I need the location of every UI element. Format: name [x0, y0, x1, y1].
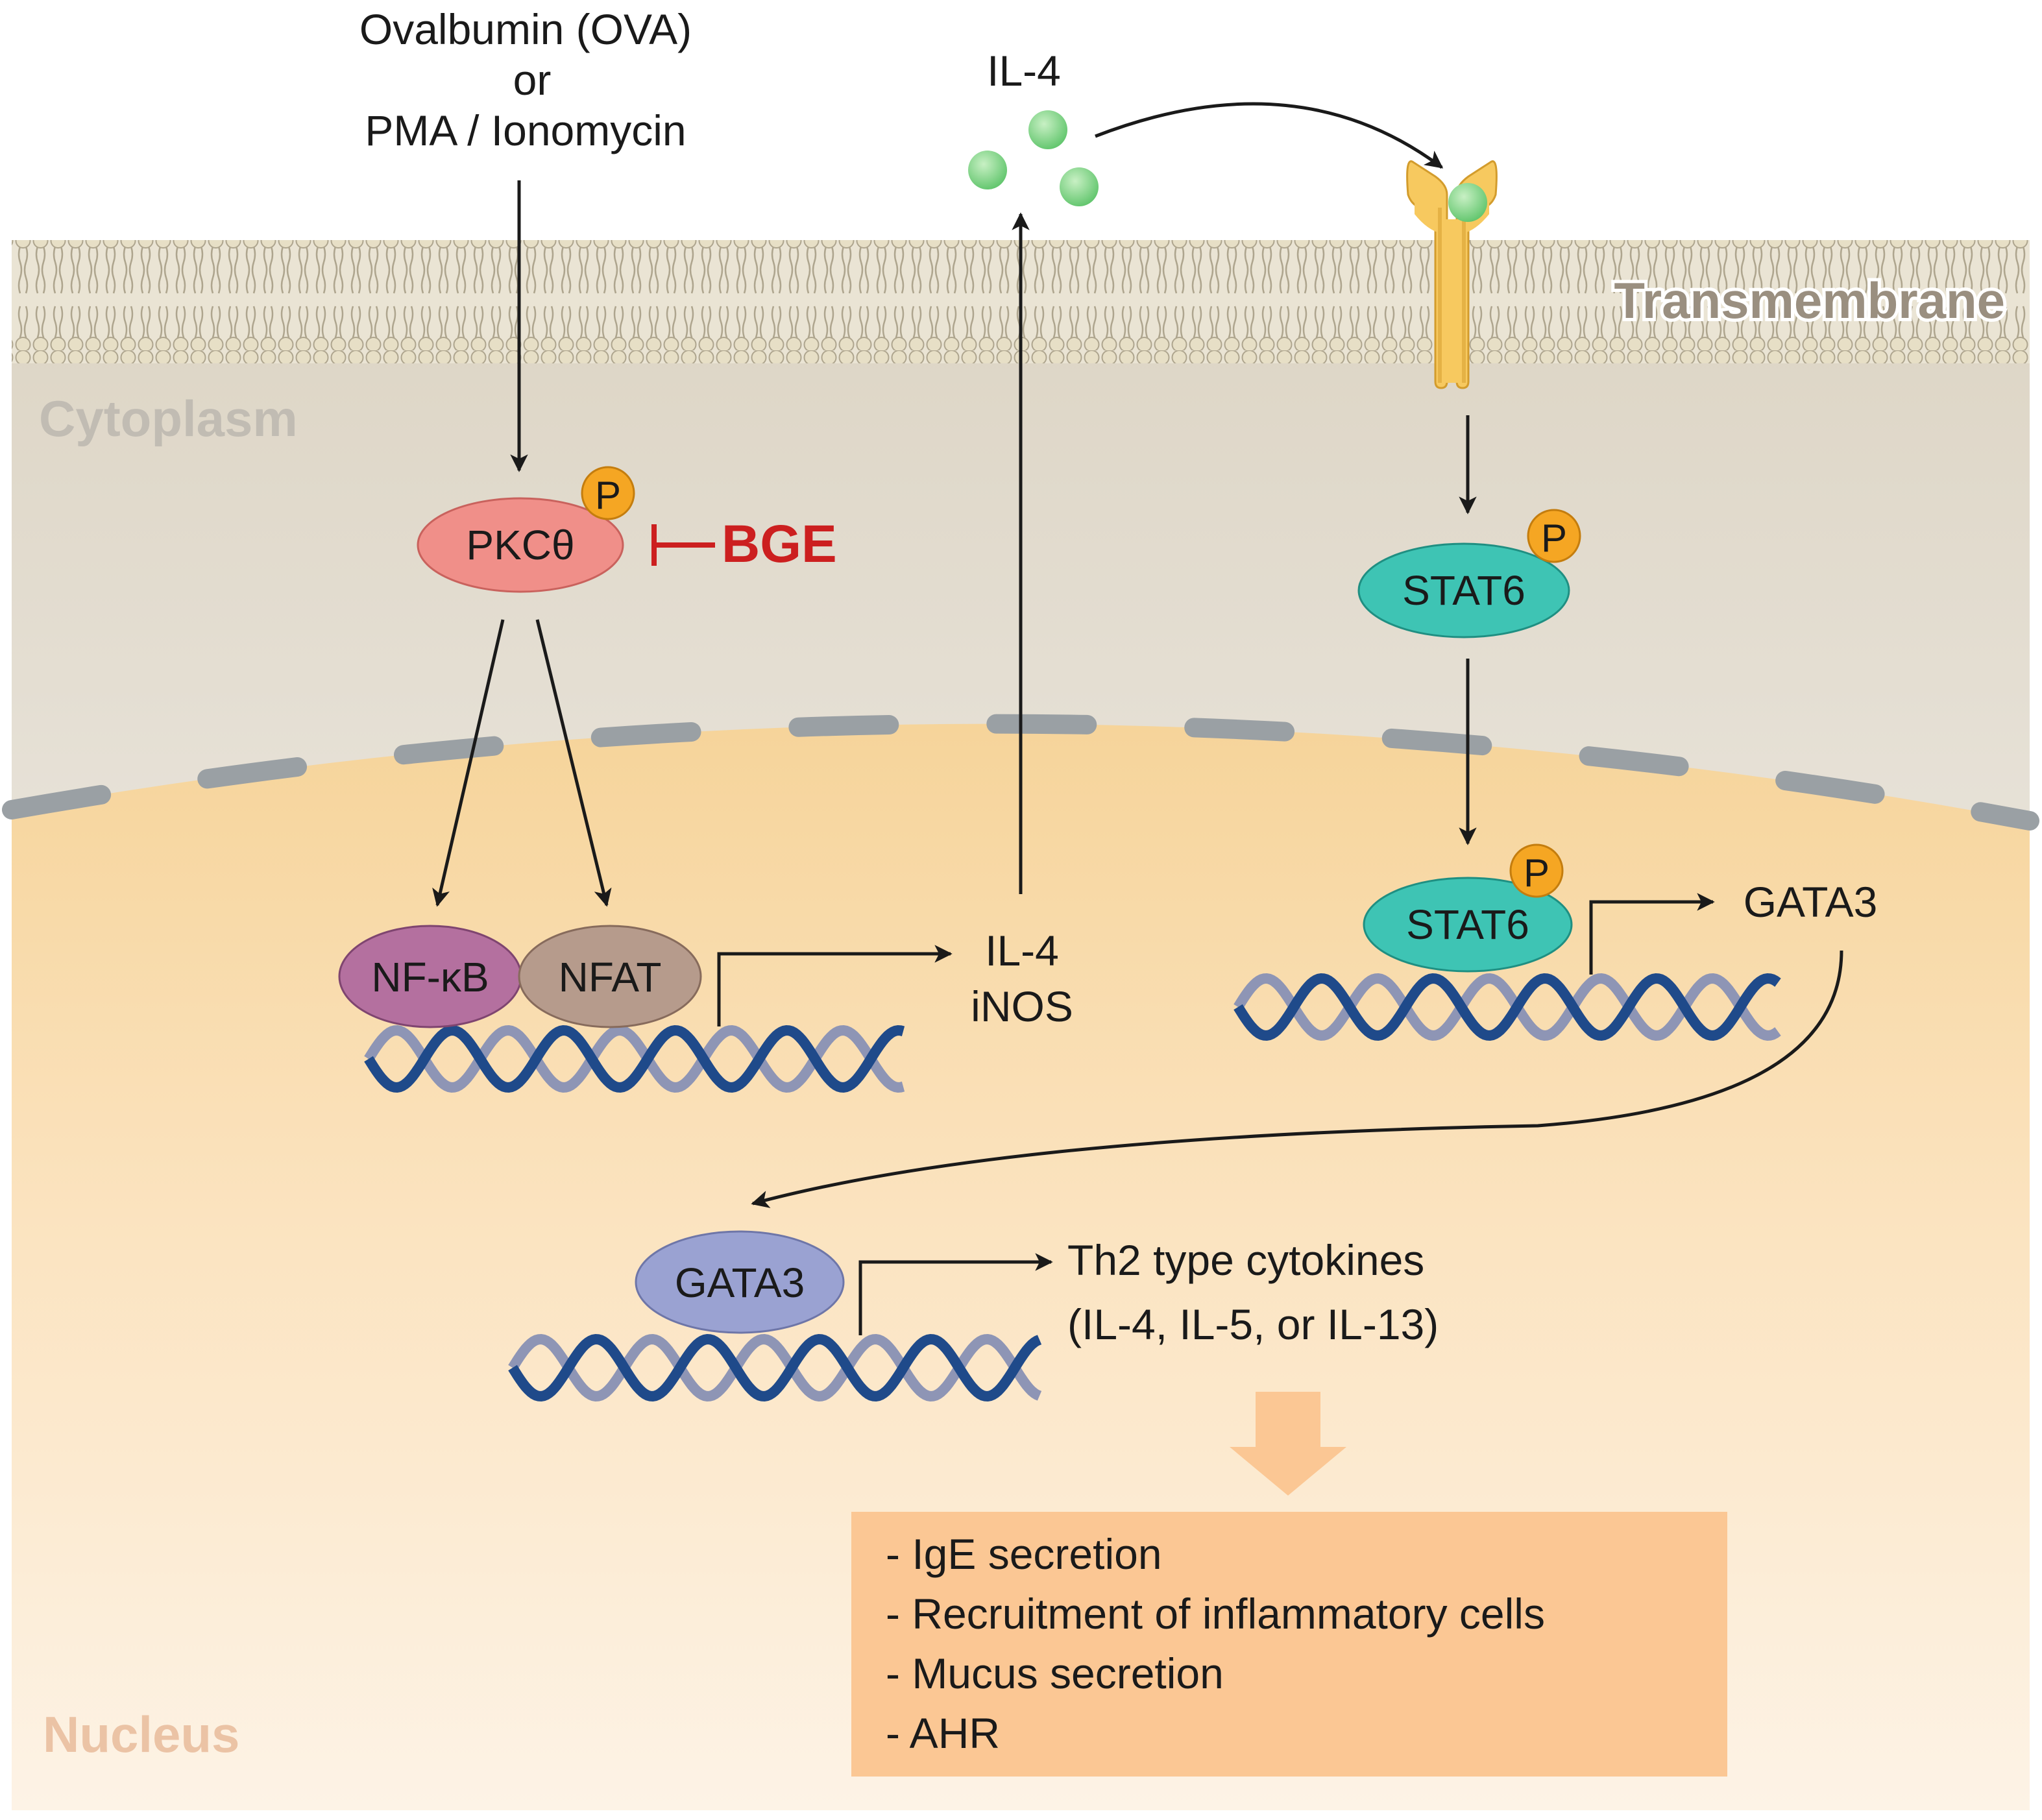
inos-gene-label: iNOS [971, 982, 1073, 1030]
inhibition-symbol [651, 524, 715, 566]
bge-inhibitor-label: BGE [722, 515, 837, 574]
arrow-transcription-il4-inos [717, 945, 953, 1026]
arrow-transcription-th2 [858, 1253, 1053, 1335]
dna-helix [364, 1025, 905, 1093]
nfkb-label: NF-κB [371, 954, 489, 1001]
stat6-nuclear-protein [1363, 877, 1573, 973]
outcome-item: - AHR [886, 1709, 1000, 1757]
il4-ligand [968, 151, 1007, 189]
dna-helix [508, 1333, 1042, 1402]
outcome-box [851, 1512, 1727, 1777]
nfat-label: NFAT [559, 954, 662, 1001]
arrow-gata3-to-protein [751, 950, 1843, 1208]
il4-ligand [1028, 110, 1067, 149]
th2-cytokines-label: Th2 type cytokines [1067, 1236, 1424, 1284]
phosphate-badge [581, 466, 635, 520]
dna-strand-front [1234, 973, 1781, 1041]
gata3-protein-label: GATA3 [675, 1259, 805, 1306]
arrow-pkc-to-nfat [535, 619, 612, 907]
pkc-theta-protein [417, 497, 624, 593]
stat6-cytoplasmic-protein [1357, 542, 1570, 638]
il4-ligand-label: IL-4 [987, 47, 1061, 95]
il4-ligand [1060, 167, 1099, 206]
gata3-protein [635, 1230, 845, 1334]
dna-strand-front [364, 1025, 905, 1093]
gata3-gene-label: GATA3 [1744, 878, 1878, 926]
dna-strand-back [1234, 973, 1781, 1041]
phosphate-badge [1509, 843, 1564, 898]
dna-strand-back [508, 1333, 1042, 1402]
transmembrane-label: Transmembrane [1614, 272, 2005, 329]
stimulus-line-3: PMA / Ionomycin [365, 106, 686, 154]
phosphate-label: P [595, 474, 621, 517]
stimulus-line-1: Ovalbumin (OVA) [359, 5, 692, 53]
il4-gene-label: IL-4 [985, 927, 1059, 975]
phosphate-badge [1527, 509, 1581, 563]
phosphate-label: P [1541, 516, 1567, 560]
dna-helix [1234, 973, 1781, 1041]
nucleus-label: Nucleus [43, 1706, 239, 1763]
pkc-theta-label: PKCθ [466, 522, 574, 568]
outcome-item: - Recruitment of inflammatory cells [886, 1590, 1545, 1638]
arrow-il4-to-receptor [1095, 102, 1444, 169]
dna-strand-front [508, 1333, 1042, 1402]
stat6-label: STAT6 [1402, 567, 1525, 614]
phosphate-label: P [1524, 851, 1550, 895]
th2-cytokines-list: (IL-4, IL-5, or IL-13) [1067, 1300, 1439, 1348]
outcome-arrow [1230, 1392, 1346, 1496]
il4-bound-to-receptor [1448, 183, 1487, 222]
outcome-item: - IgE secretion [886, 1530, 1162, 1578]
arrow-transcription-gata3 [1589, 893, 1715, 975]
arrow-pkc-to-nfkb [432, 619, 505, 907]
cytoplasm-label: Cytoplasm [39, 390, 298, 447]
stat6-nuclear-label: STAT6 [1406, 901, 1529, 948]
nfat-protein [518, 925, 702, 1028]
outcome-item: - Mucus secretion [886, 1649, 1224, 1697]
stimulus-line-2: or [513, 56, 552, 104]
